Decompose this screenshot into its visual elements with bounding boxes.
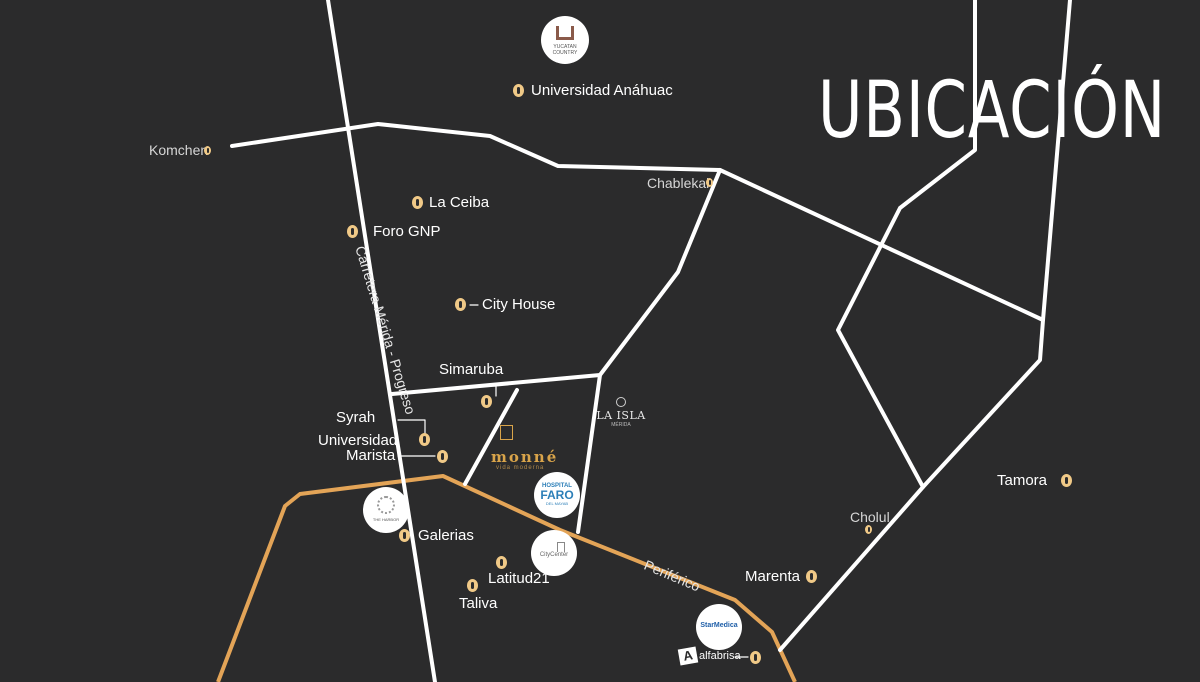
city-center-logo: CityCenter xyxy=(531,530,577,576)
simaruba-leader xyxy=(469,385,497,397)
place-marenta: Marenta xyxy=(745,568,801,585)
city-center-building-icon xyxy=(557,542,565,552)
place-foro-gnp: Foro GNP xyxy=(373,223,441,240)
monne-road xyxy=(463,388,519,486)
place-taliva: Taliva xyxy=(459,595,498,612)
location-marker-icon xyxy=(347,225,358,238)
alfabrisa-a-icon: A xyxy=(677,646,699,666)
place-cholul: Cholul xyxy=(850,509,890,525)
la-isla-emblem-icon xyxy=(616,397,626,407)
komchen-road xyxy=(230,122,1045,322)
place-galerias: Galerias xyxy=(418,527,474,544)
location-marker-icon xyxy=(399,529,410,542)
crown-icon xyxy=(556,26,574,40)
place-city-house: City House xyxy=(482,296,556,313)
monne-logo: monné xyxy=(491,448,559,466)
place-syrah: Syrah xyxy=(336,409,376,426)
location-marker-icon xyxy=(1061,474,1072,487)
place-latitud21: Latitud21 xyxy=(488,570,550,587)
the-harbor-logo: THE HARBOR xyxy=(363,487,409,533)
location-marker-icon xyxy=(750,651,761,664)
monne-square-icon xyxy=(500,425,513,440)
place-alfabrisa: alfabrisa xyxy=(699,650,741,662)
north-east-road xyxy=(836,0,977,489)
star-medica-logo: StarMedica xyxy=(696,604,742,650)
location-marker-icon xyxy=(412,196,423,209)
place-universidad: Universidad xyxy=(318,432,398,449)
location-marker-icon xyxy=(865,525,872,534)
place-universidad-anahuac: Universidad Anáhuac xyxy=(531,82,673,99)
hospital-faro-logo: HOSPITAL FARO DEL MAYAB xyxy=(534,472,580,518)
place-tamora: Tamora xyxy=(997,472,1048,489)
location-marker-icon xyxy=(481,395,492,408)
location-marker-icon xyxy=(437,450,448,463)
location-marker-icon xyxy=(204,146,211,155)
periferico-road xyxy=(216,474,797,682)
location-marker-icon xyxy=(706,178,713,187)
monne-tagline: vida moderna xyxy=(496,465,545,471)
location-marker-icon xyxy=(496,556,507,569)
place-la-ceiba: La Ceiba xyxy=(429,194,490,211)
harbor-emblem-icon xyxy=(377,496,395,514)
place-marista: Marista xyxy=(346,447,396,464)
place-simaruba: Simaruba xyxy=(439,361,504,378)
page-title: UBICACIÓN xyxy=(818,66,1167,156)
carretera-merida-progreso-road xyxy=(326,0,437,682)
east-road xyxy=(778,0,1072,652)
chablekal-road xyxy=(576,168,722,534)
location-marker-icon xyxy=(806,570,817,583)
place-komchen: Komchen xyxy=(149,142,209,158)
place-chablekal: Chablekal xyxy=(647,175,710,191)
location-marker-icon xyxy=(455,298,466,311)
la-isla-logo: LA ISLA MÉRIDA xyxy=(596,397,646,428)
location-marker-icon xyxy=(419,433,430,446)
location-marker-icon xyxy=(513,84,524,97)
location-marker-icon xyxy=(467,579,478,592)
yucatan-country-logo: YUCATAN COUNTRY xyxy=(541,16,589,64)
simaruba-road xyxy=(390,373,602,396)
syrah-leader xyxy=(397,419,426,435)
